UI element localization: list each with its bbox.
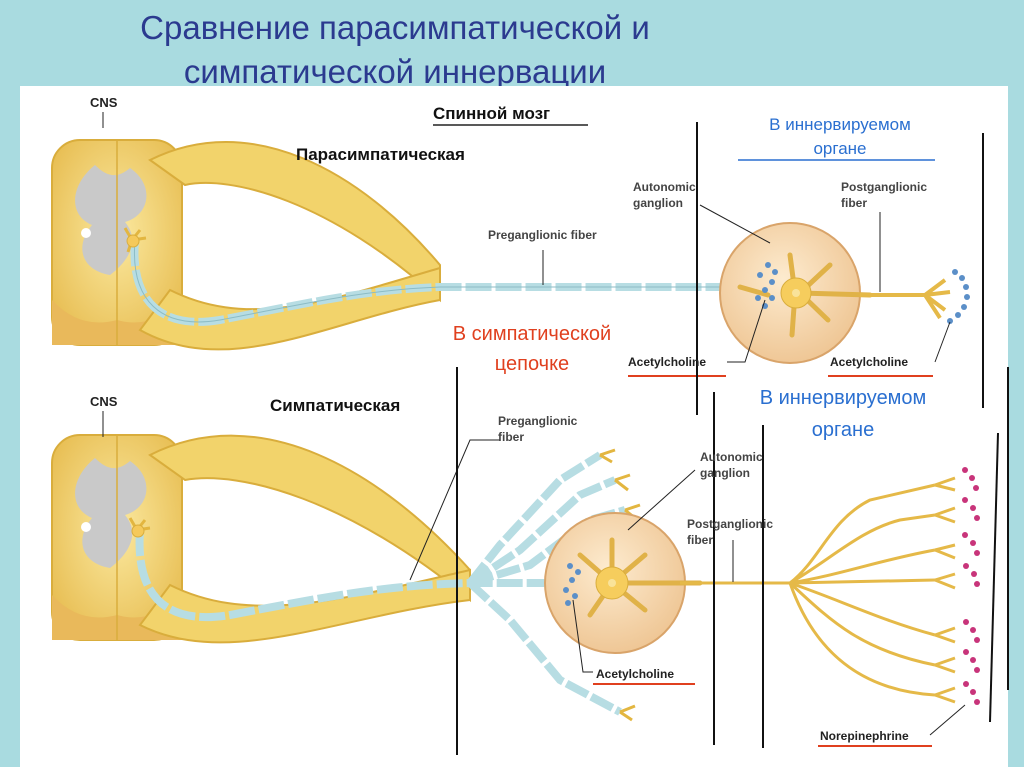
autonomic-ganglion-top-label-2: ganglion [633,196,683,210]
postganglionic-top-label-1: Postganglionic [841,180,927,194]
ach-dots-target-top [947,269,970,324]
sympathetic-chain-line1: В симпатической [453,323,611,345]
target-organ-top-line1: В иннервируемом [769,115,911,134]
preganglionic-bottom-label-2: fiber [498,430,524,444]
preganglionic-bottom-label-1: Preganglionic [498,414,578,428]
sympathetic-label: Симпатическая [270,396,400,415]
nerve-loop-top [148,140,441,303]
title-line-1: Сравнение парасимпатической и [140,9,650,46]
norepinephrine-dots [962,467,980,705]
target-organ-top-line2: органе [813,139,866,158]
divider-lines [456,122,1009,755]
slide-title: Сравнение парасимпатической и симпатичес… [0,6,790,94]
postganglionic-fiber-top [860,278,951,320]
cns-label-top: CNS [90,95,118,110]
preganglionic-top-label: Preganglionic fiber [488,228,597,242]
ach-dots-ganglion-bottom [563,563,581,606]
autonomic-ganglion-bottom-label-1: Autonomic [700,450,763,464]
title-line-2: симпатической иннервации [183,53,607,90]
postganglionic-top-label-2: fiber [841,196,867,210]
target-organ-middle-line2: органе [812,419,874,441]
nerve-loop-bottom [148,434,471,603]
sympathetic-diagram [51,434,980,747]
postganglionic-bottom-label-2: fiber [687,533,713,547]
autonomic-ganglion-top-label-1: Autonomic [633,180,696,194]
acetylcholine-top-right: Acetylcholine [830,355,908,369]
diagram-panel [20,86,1008,767]
parasympathetic-label: Парасимпатическая [296,145,465,164]
acetylcholine-bottom: Acetylcholine [596,667,674,681]
acetylcholine-top-left: Acetylcholine [628,355,706,369]
parasympathetic-diagram [51,124,970,377]
postganglionic-bottom-label-1: Postganglionic [687,517,773,531]
norepinephrine-label: Norepinephrine [820,729,909,743]
sympathetic-chain-line2: цепочке [495,353,569,375]
cns-label-bottom: CNS [90,394,118,409]
postganglionic-fiber-bottom [680,483,936,697]
preganglionic-fiber-bottom [135,529,560,622]
spinal-cord-label: Спинной мозг [433,104,550,123]
autonomic-ganglion-bottom-label-2: ganglion [700,466,750,480]
target-organ-middle-line1: В иннервируемом [760,387,927,409]
